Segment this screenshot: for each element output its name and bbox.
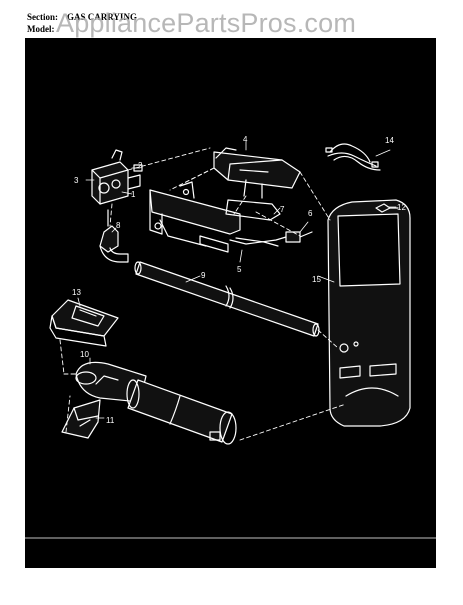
callout-1: 1: [131, 190, 136, 199]
combustion-chamber-part: [126, 379, 237, 445]
model-heading: Model:: [27, 24, 67, 34]
mounting-bracket-part: [49, 299, 119, 347]
gas-valve-part: [91, 149, 143, 205]
section-value: GAS CARRYING: [67, 12, 137, 22]
footer-strip: [25, 533, 436, 568]
callout-13: 13: [72, 288, 81, 297]
assembly-leader-lines: [59, 147, 347, 441]
burner-housing-part: [327, 199, 411, 427]
section-label: Section:: [27, 12, 58, 22]
model-label: Model:: [27, 24, 55, 34]
wire-harness-part: [325, 143, 381, 171]
callout-3: 3: [74, 176, 79, 185]
callout-9: 9: [201, 271, 206, 280]
callout-15: 15: [312, 275, 321, 284]
callout-10: 10: [80, 350, 89, 359]
callout-12: 12: [397, 203, 406, 212]
callout-8: 8: [116, 221, 121, 230]
callout-leaders: [77, 141, 397, 419]
screw-part: [375, 203, 399, 213]
section-heading: Section: GAS CARRYING: [27, 12, 137, 22]
burner-bracket-part: [149, 181, 241, 253]
sensor-part: [225, 199, 281, 247]
revision-date: 9/91: [32, 541, 49, 551]
callout-11: 11: [106, 416, 115, 425]
site-watermark: AppliancePartsPros.com: [56, 8, 357, 38]
callout-2: 2: [138, 161, 143, 170]
callout-14: 14: [385, 136, 394, 145]
heat-shield-part: [61, 399, 101, 439]
callout-7: 7: [280, 205, 285, 214]
callout-5: 5: [237, 265, 242, 274]
burner-tube-part: [134, 261, 320, 337]
callout-6: 6: [308, 209, 313, 218]
nozzle-elbow-part: [99, 209, 129, 263]
callout-4: 4: [243, 135, 248, 144]
